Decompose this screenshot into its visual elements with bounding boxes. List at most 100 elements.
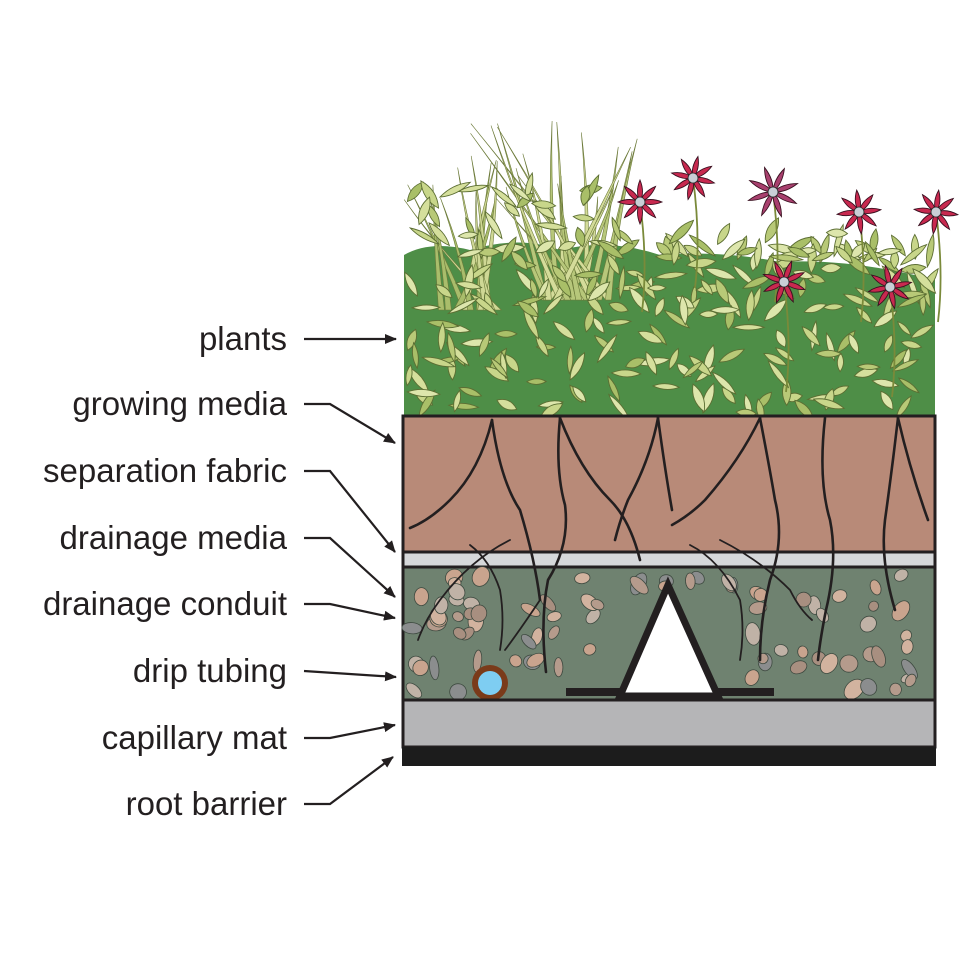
drainage-conduit bbox=[566, 576, 774, 700]
leaf bbox=[856, 363, 881, 371]
flower bbox=[835, 188, 883, 236]
flower-petal bbox=[687, 177, 695, 201]
root bbox=[490, 418, 542, 602]
leaf bbox=[446, 297, 479, 315]
flower-petal bbox=[854, 188, 861, 213]
leaf bbox=[871, 378, 900, 388]
leaf bbox=[454, 281, 483, 290]
leaf bbox=[569, 351, 586, 381]
leaf bbox=[478, 332, 490, 358]
leaf bbox=[897, 377, 920, 394]
leaf bbox=[836, 352, 844, 373]
conduit-triangle bbox=[614, 576, 724, 700]
arrow-root-barrier bbox=[304, 756, 394, 806]
leaf bbox=[510, 250, 528, 271]
flower-petal bbox=[771, 191, 798, 204]
flower-center bbox=[767, 186, 779, 198]
flower-petal bbox=[748, 180, 775, 193]
gravel-stone bbox=[405, 682, 423, 699]
label-drainage-media: drainage media bbox=[59, 519, 288, 556]
leaf bbox=[668, 219, 695, 245]
flower bbox=[762, 260, 806, 304]
leaf bbox=[764, 217, 780, 244]
leaf bbox=[625, 357, 646, 369]
label-drainage-conduit: drainage conduit bbox=[42, 585, 287, 622]
separation-fabric-layer bbox=[401, 550, 937, 569]
leaf bbox=[763, 353, 788, 366]
gravel-stone bbox=[871, 645, 886, 668]
growing-media-layer bbox=[401, 414, 937, 554]
flower bbox=[912, 188, 960, 236]
leaf bbox=[819, 263, 842, 274]
grass-blade bbox=[477, 161, 498, 311]
flower-petal bbox=[888, 286, 896, 310]
flower bbox=[867, 264, 913, 310]
leaf bbox=[654, 297, 665, 317]
leaf bbox=[848, 332, 860, 355]
label-drip-tubing: drip tubing bbox=[132, 652, 287, 689]
leaf bbox=[447, 331, 456, 364]
leaf bbox=[782, 377, 792, 407]
gravel-stone bbox=[901, 639, 914, 655]
leaf bbox=[900, 340, 923, 349]
flower-petal bbox=[840, 197, 860, 213]
label-capillary-mat: capillary mat bbox=[101, 719, 287, 756]
plants-layer bbox=[403, 120, 960, 423]
leader-arrows bbox=[303, 334, 397, 806]
leaf bbox=[709, 306, 741, 314]
leaf bbox=[829, 385, 850, 397]
grass-blade bbox=[457, 167, 496, 311]
flower-center bbox=[687, 172, 699, 184]
flower-petal bbox=[889, 286, 910, 300]
leaf bbox=[715, 277, 729, 304]
arrow-drainage-conduit bbox=[304, 602, 396, 621]
flower-petal bbox=[680, 158, 694, 179]
gravel-stone bbox=[819, 653, 839, 674]
flower-petal bbox=[858, 193, 874, 213]
leaf bbox=[897, 320, 912, 336]
flower-petal bbox=[761, 190, 774, 217]
root bbox=[558, 416, 642, 562]
leaf bbox=[572, 214, 596, 222]
leaf bbox=[608, 301, 629, 313]
leafy-groundcover bbox=[404, 171, 939, 423]
leaf bbox=[557, 241, 577, 251]
leaf bbox=[668, 347, 679, 371]
leaf bbox=[811, 251, 835, 262]
gravel-stone bbox=[744, 669, 760, 686]
leaf bbox=[421, 356, 456, 368]
leaf bbox=[437, 321, 446, 354]
flower-petal bbox=[616, 199, 641, 205]
gravel-stone bbox=[893, 568, 909, 582]
flower-petal bbox=[670, 172, 694, 180]
root bbox=[408, 418, 494, 530]
flower-petal bbox=[935, 210, 960, 217]
flower-center bbox=[884, 281, 896, 293]
leaf bbox=[891, 359, 920, 372]
leaf bbox=[573, 271, 604, 279]
leaf bbox=[596, 333, 618, 364]
drip-tube-water bbox=[478, 671, 502, 695]
gravel-stone bbox=[547, 625, 560, 640]
flower-petal bbox=[692, 165, 713, 179]
leaf bbox=[864, 240, 880, 267]
flower-petal bbox=[931, 211, 938, 236]
root bbox=[542, 416, 568, 674]
flower bbox=[747, 166, 799, 218]
gravel-stone bbox=[868, 600, 879, 612]
flower-petal bbox=[921, 193, 937, 213]
gravel-stone bbox=[900, 629, 912, 642]
leaf bbox=[646, 284, 667, 292]
flower-petal bbox=[747, 191, 775, 201]
leaf bbox=[438, 181, 472, 198]
label-plants: plants bbox=[198, 320, 287, 357]
flower-petal bbox=[639, 185, 657, 203]
flower-center bbox=[853, 206, 865, 218]
flower-petal bbox=[639, 201, 657, 219]
root bbox=[758, 416, 781, 662]
flower-center bbox=[634, 196, 646, 208]
leaf bbox=[718, 348, 746, 363]
leaf bbox=[801, 326, 821, 347]
flower-stem bbox=[783, 281, 790, 393]
